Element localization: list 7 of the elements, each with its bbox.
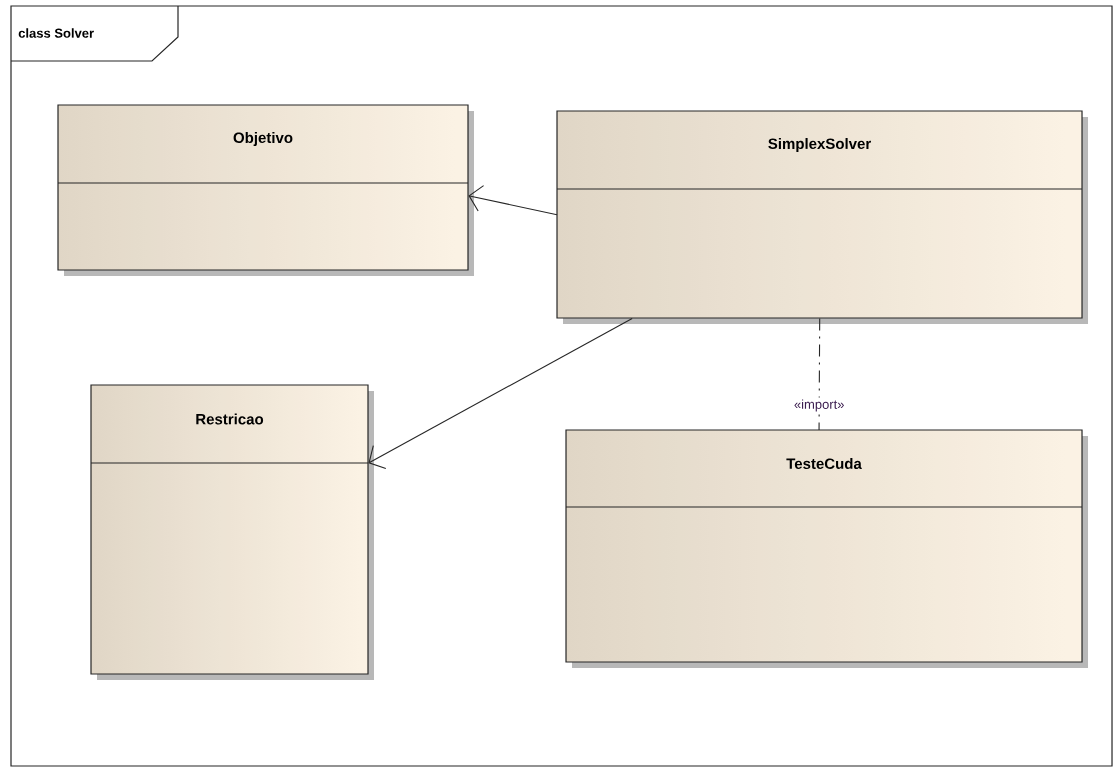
arrow <box>468 185 558 216</box>
arrow <box>368 317 633 469</box>
class-box: SimplexSolver <box>556 110 1088 324</box>
class-box: Restricao <box>90 384 374 680</box>
class-box: TesteCuda <box>565 429 1088 668</box>
class-box: Objetivo <box>57 104 474 276</box>
edge-label: «import» <box>791 397 847 414</box>
